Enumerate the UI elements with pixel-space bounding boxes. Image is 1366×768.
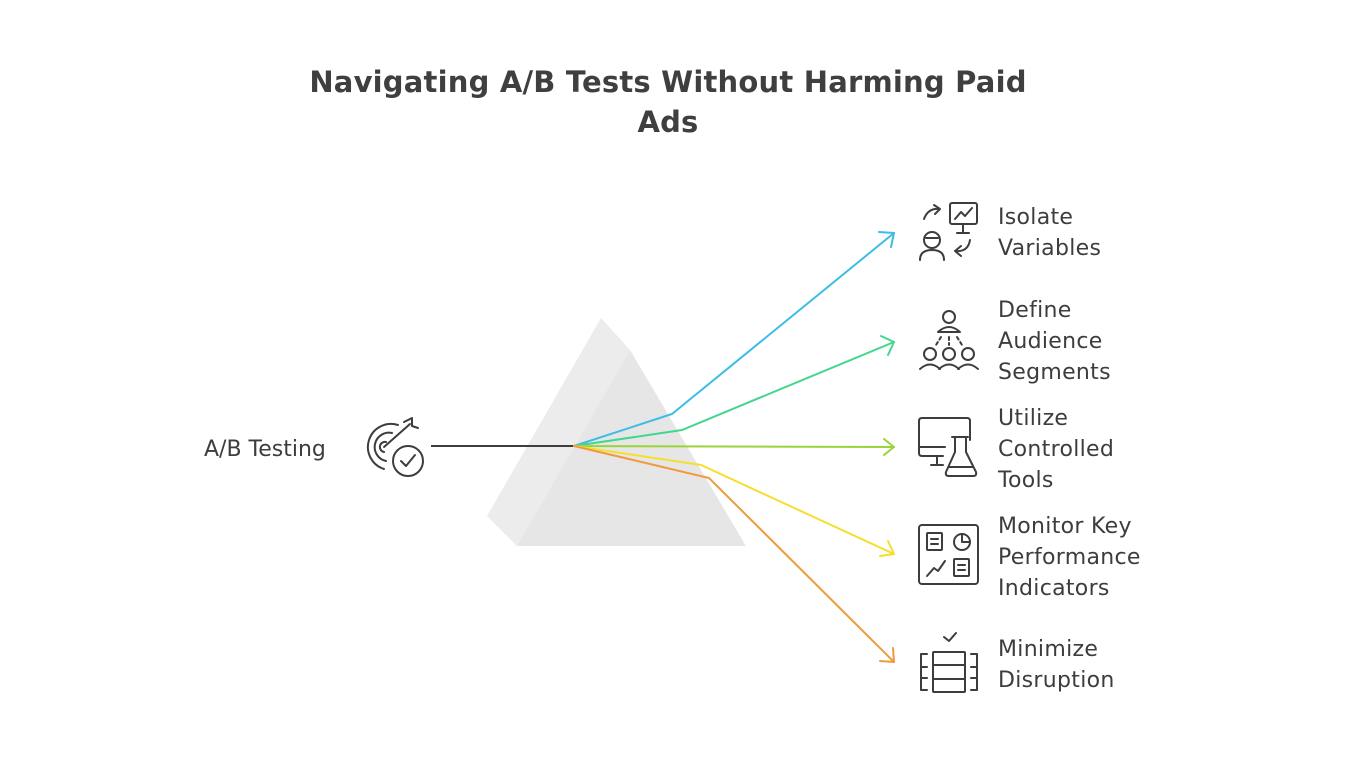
beam-utilize-controlled-tools xyxy=(573,438,895,456)
beam-isolate-variables xyxy=(573,231,895,447)
kpi-dashboard-icon xyxy=(918,524,979,585)
output-beams xyxy=(573,231,895,663)
output-label-minimize-disruption: Minimize Disruption xyxy=(998,637,1115,693)
beam-define-audience-segments xyxy=(573,335,895,447)
prism xyxy=(487,318,746,546)
beam-minimize-disruption xyxy=(573,445,895,663)
minimize-disruption-icon xyxy=(920,632,978,693)
source-label: A/B Testing xyxy=(204,437,326,462)
isolate-variables-icon xyxy=(919,202,978,261)
output-label-monitor-kpis: Monitor Key Performance Indicators xyxy=(998,514,1141,601)
target-check-icon xyxy=(366,417,424,477)
diagram-title: Navigating A/B Tests Without Harming Pai… xyxy=(309,65,1027,139)
output-label-utilize-controlled-tools: Utilize Controlled Tools xyxy=(998,406,1115,493)
prism-right-face xyxy=(517,350,746,546)
prism-left-face xyxy=(487,318,630,546)
beam-monitor-kpis xyxy=(573,445,895,557)
output-label-define-audience-segments: Define Audience Segments xyxy=(998,298,1111,385)
audience-segments-icon xyxy=(919,310,979,370)
controlled-tools-icon xyxy=(918,417,978,477)
output-label-isolate-variables: Isolate Variables xyxy=(998,205,1102,261)
